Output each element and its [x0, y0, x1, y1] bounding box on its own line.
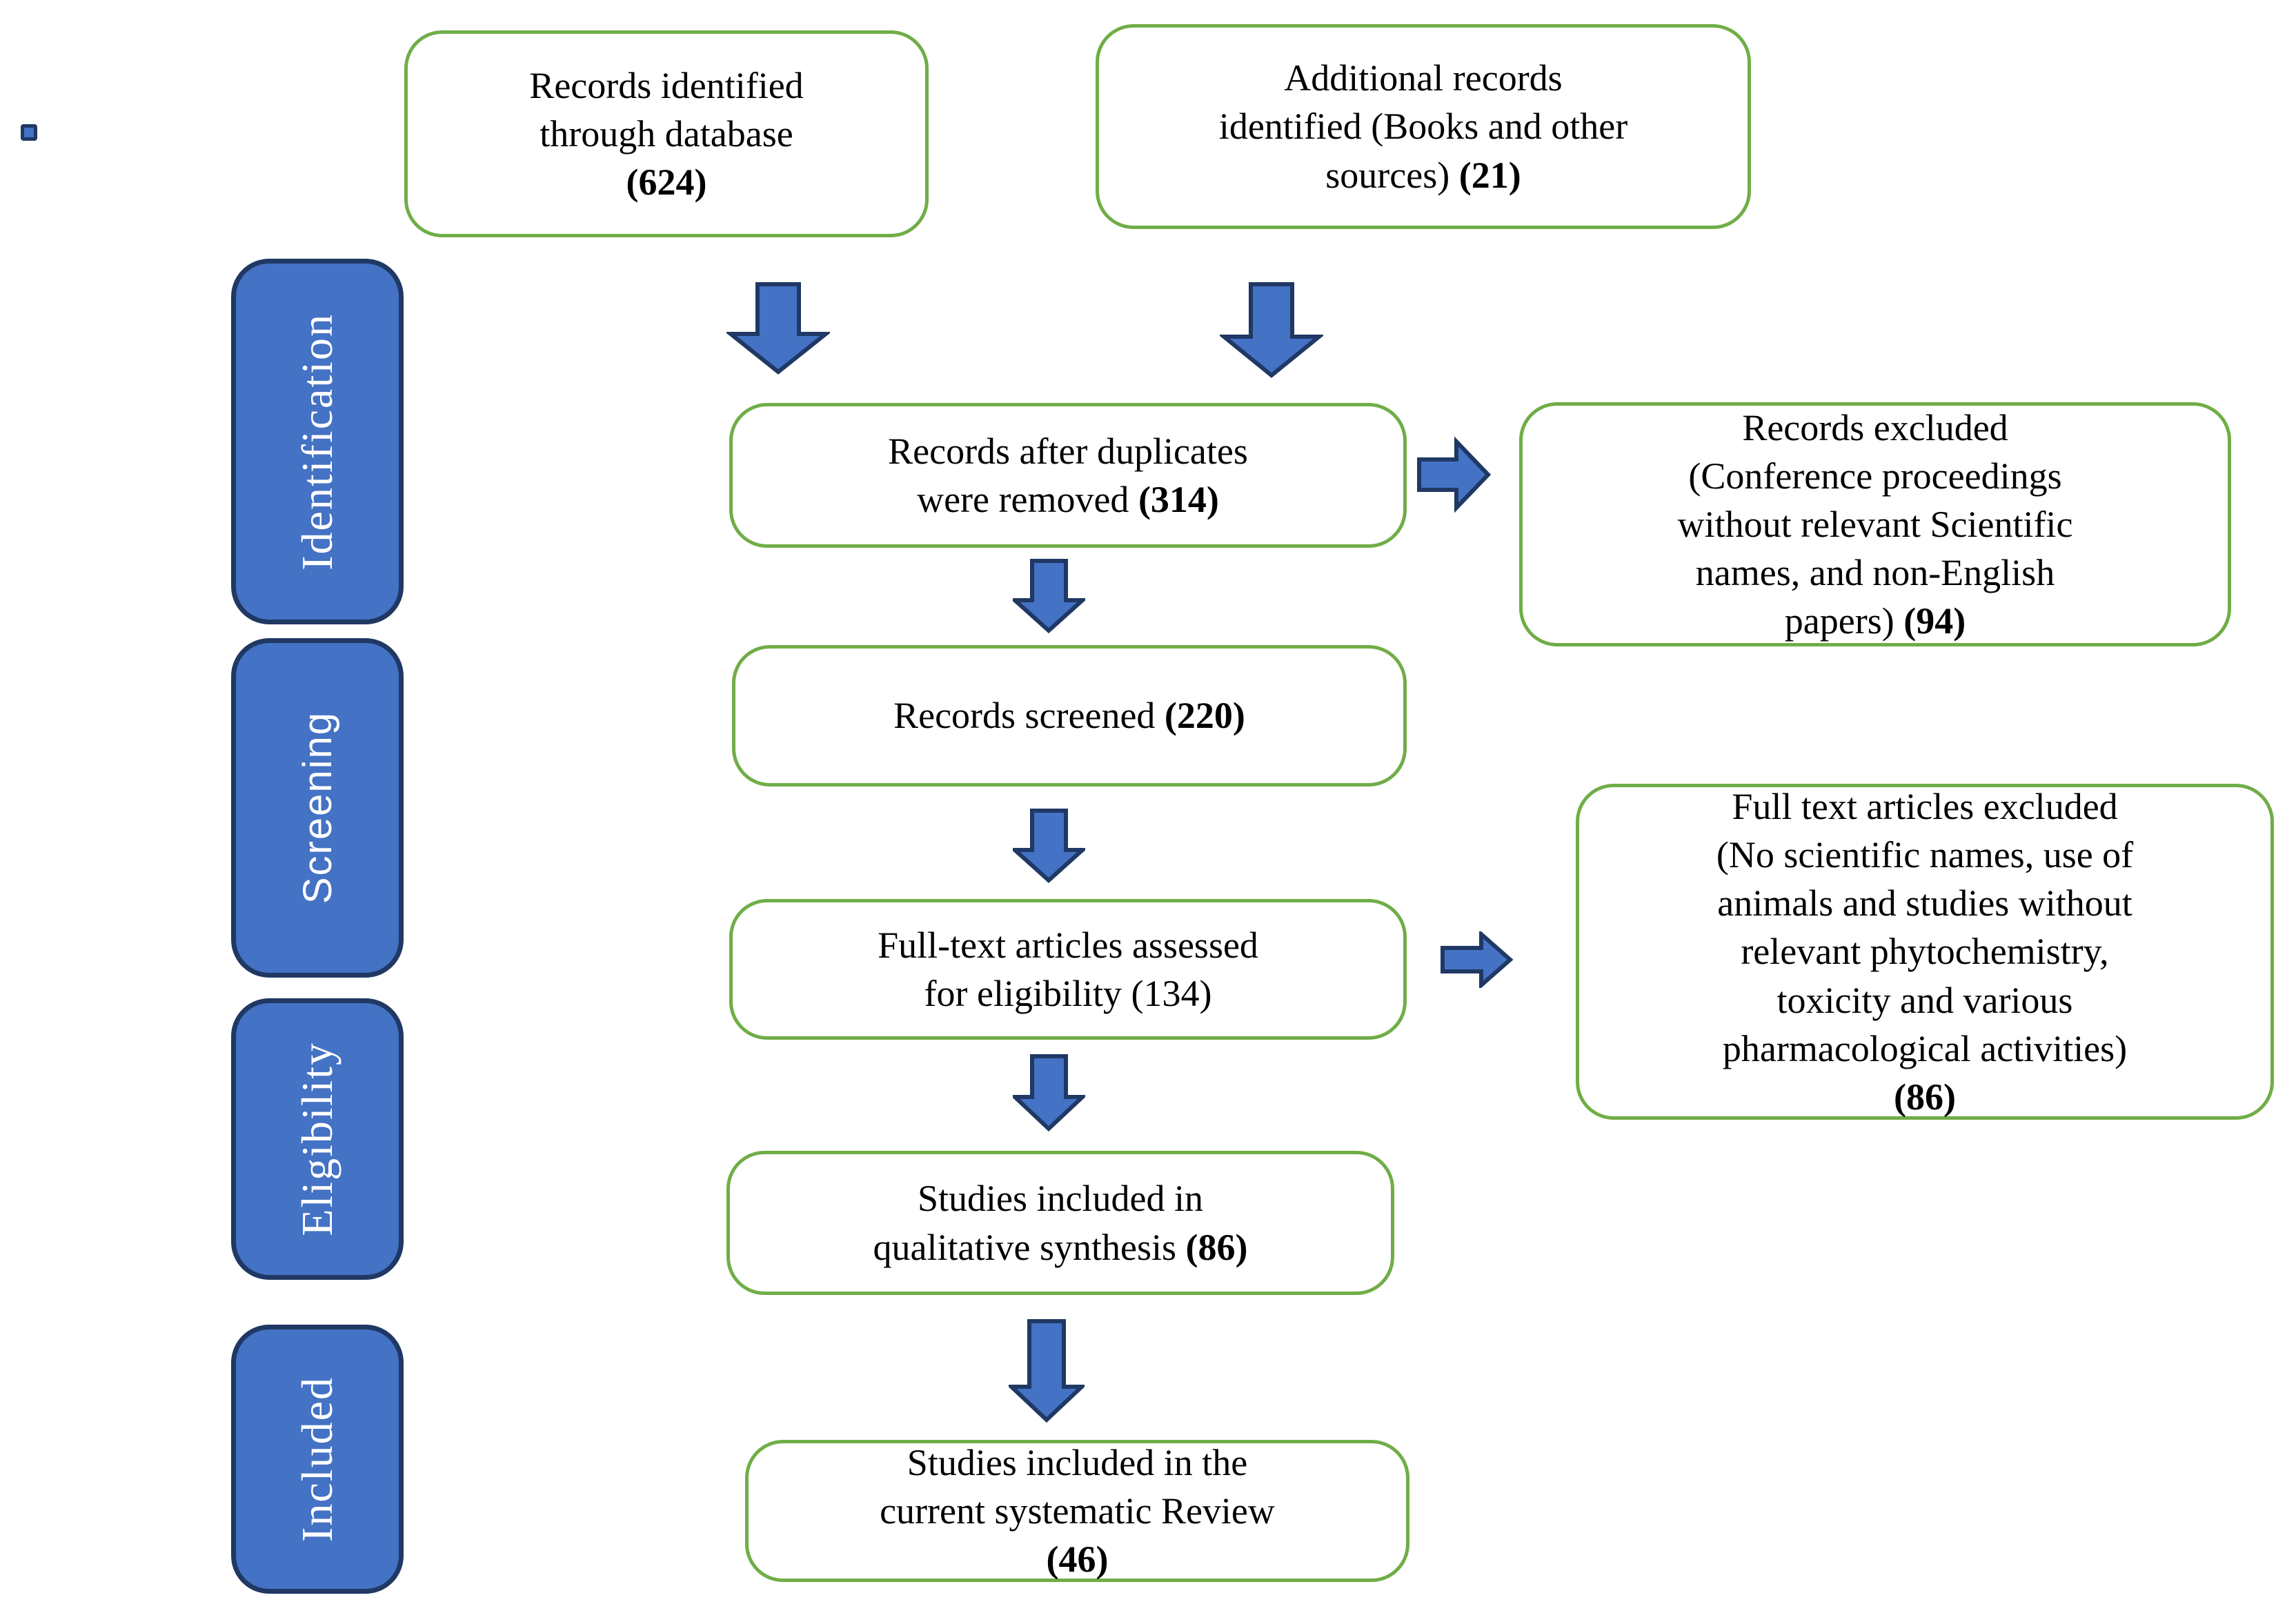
arrow-right-to-records-excluded [1417, 436, 1491, 513]
after-duplicates-count: (314) [1138, 479, 1219, 520]
stage-label-identification: Identification [293, 313, 342, 571]
box-fulltext-assessed-text: Full-text articles assessed for eligibil… [878, 924, 1258, 1014]
fulltext-excluded-count: (86) [1894, 1076, 1956, 1118]
fulltext-assessed-count: (134) [1131, 973, 1212, 1014]
box-after-duplicates-text: Records after duplicates were removed (3… [888, 430, 1248, 520]
box-additional-records-text: Additional records identified (Books and… [1218, 57, 1628, 196]
records-identified-count: (624) [626, 161, 707, 204]
box-after-duplicates: Records after duplicates were removed (3… [729, 403, 1407, 548]
box-fulltext-assessed: Full-text articles assessed for eligibil… [729, 899, 1407, 1040]
arrow-right-to-fulltext-excluded [1441, 931, 1513, 988]
stage-bar-screening: Screening [231, 638, 404, 978]
box-records-identified: Records identified through database (624… [404, 30, 929, 237]
arrow-down-from-identified [726, 282, 830, 375]
stage-bar-included: Included [231, 1325, 404, 1594]
box-additional-records: Additional records identified (Books and… [1096, 24, 1751, 229]
box-final-review: Studies included in the current systemat… [745, 1440, 1409, 1582]
box-qualitative-synthesis: Studies included in qualitative synthesi… [726, 1151, 1394, 1295]
arrow-down-from-additional [1220, 282, 1323, 378]
bullet-square [21, 124, 37, 141]
additional-records-count: (21) [1458, 154, 1521, 196]
box-records-screened-text: Records screened (220) [893, 695, 1245, 737]
stage-label-eligibility: Eligibility [293, 1042, 342, 1236]
stage-label-screening: Screening [295, 711, 340, 904]
records-excluded-count: (94) [1903, 600, 1966, 642]
box-records-excluded-text: Records excluded (Conference proceedings… [1677, 406, 2073, 642]
qualitative-count: (86) [1185, 1226, 1248, 1268]
stage-bar-eligibility: Eligibility [231, 998, 404, 1280]
arrow-down-to-fulltext [1013, 809, 1085, 883]
stage-bar-identification: Identification [231, 259, 404, 624]
box-final-review-text: Studies included in the current systemat… [880, 1438, 1275, 1584]
arrow-down-to-qualitative [1013, 1054, 1085, 1131]
final-review-count: (46) [1046, 1539, 1109, 1581]
box-fulltext-excluded: Full text articles excluded (No scientif… [1576, 784, 2274, 1120]
records-screened-count: (220) [1164, 695, 1245, 737]
box-fulltext-excluded-text: Full text articles excluded (No scientif… [1716, 782, 2133, 1121]
arrow-down-to-screened [1013, 559, 1085, 633]
box-records-excluded: Records excluded (Conference proceedings… [1519, 402, 2231, 646]
box-records-screened: Records screened (220) [732, 645, 1407, 787]
box-records-identified-text: Records identified through database (624… [529, 61, 803, 207]
stage-label-included: Included [293, 1376, 342, 1542]
box-qualitative-synthesis-text: Studies included in qualitative synthesi… [873, 1178, 1248, 1268]
arrow-down-to-final-review [1009, 1319, 1085, 1423]
